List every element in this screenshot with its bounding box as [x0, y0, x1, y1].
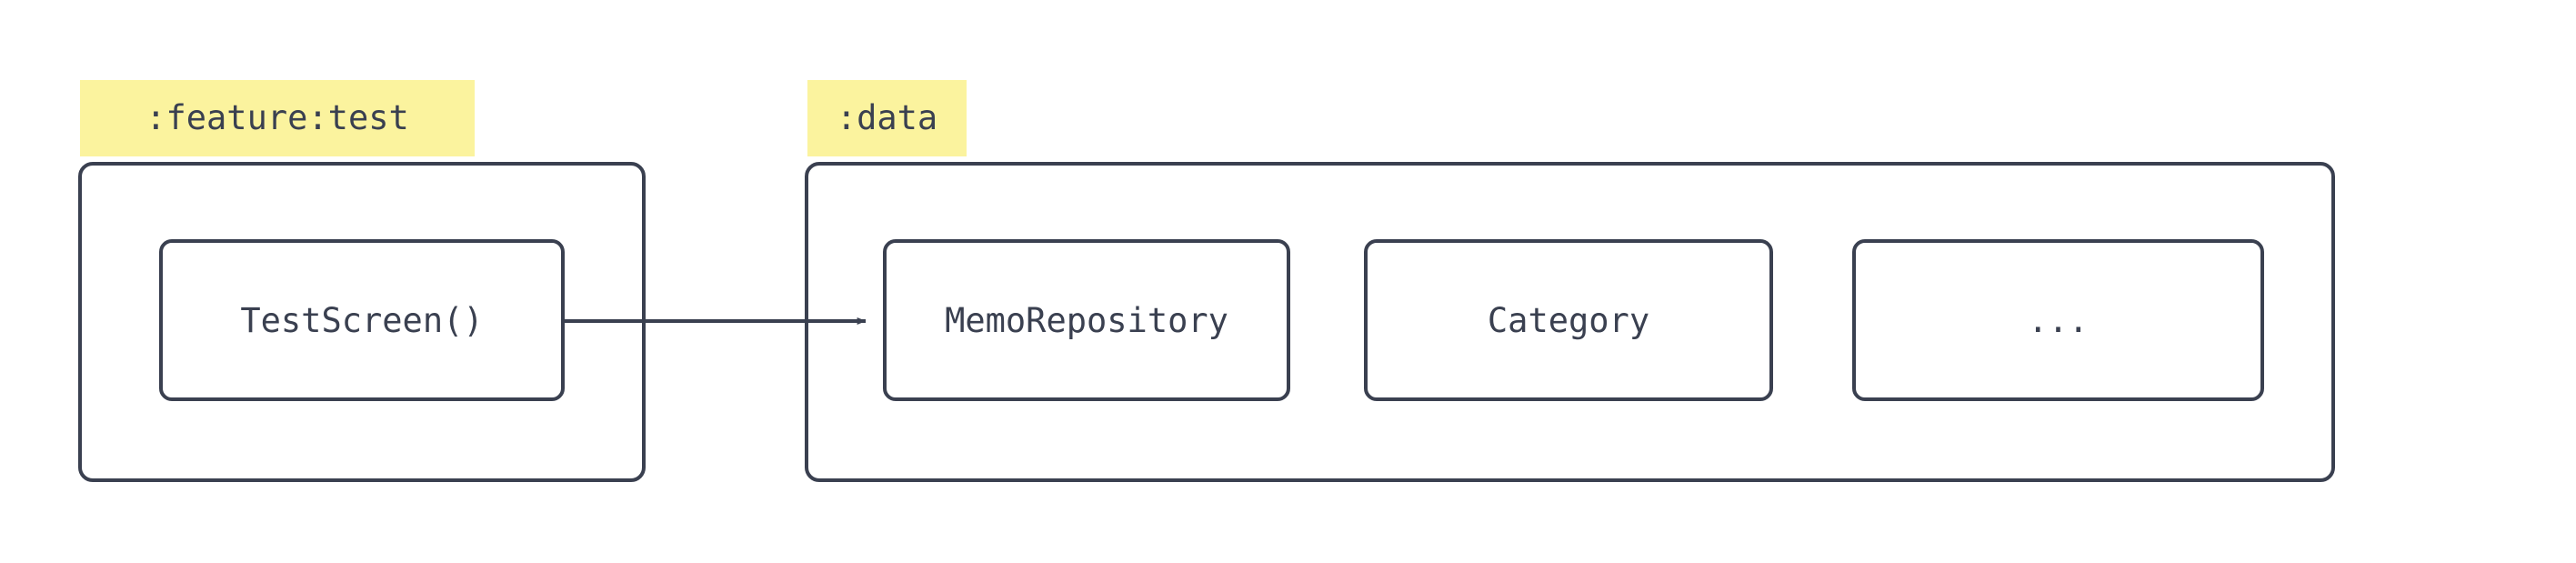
- node-more[interactable]: ...: [1852, 239, 2264, 401]
- node-category[interactable]: Category: [1364, 239, 1773, 401]
- node-memo-repository[interactable]: MemoRepository: [883, 239, 1290, 401]
- module-label-data: :data: [807, 80, 967, 156]
- module-label-feature-test: :feature:test: [80, 80, 475, 156]
- node-test-screen[interactable]: TestScreen(): [159, 239, 565, 401]
